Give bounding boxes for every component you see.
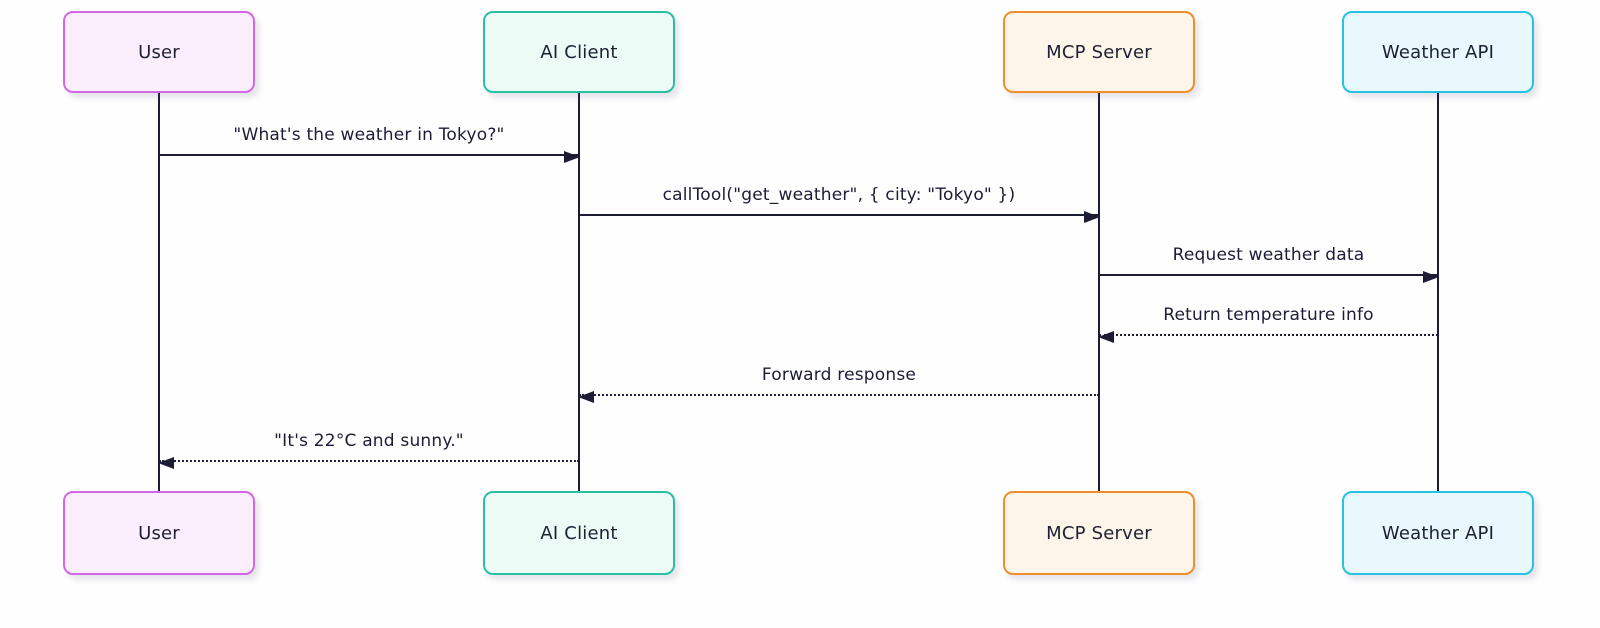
message-label: Return temperature info xyxy=(1163,305,1374,325)
lifeline-weather-api xyxy=(1437,93,1439,491)
actor-label: AI Client xyxy=(540,41,618,63)
message-line xyxy=(1098,331,1438,343)
message-ai-client-to-user: "It's 22°C and sunny." xyxy=(158,418,579,469)
actor-box-weather-api-bottom: Weather API xyxy=(1342,491,1534,575)
message-user-to-ai-client: "What's the weather in Tokyo?" xyxy=(159,112,580,163)
arrowhead-icon xyxy=(1423,271,1439,283)
actor-box-user-bottom: User xyxy=(63,491,255,575)
arrowhead-icon xyxy=(564,151,580,163)
lifeline-user xyxy=(158,93,160,491)
message-line xyxy=(1099,271,1439,283)
arrowhead-icon xyxy=(158,457,174,469)
arrowhead-icon xyxy=(578,391,594,403)
actor-box-mcp-server-bottom: MCP Server xyxy=(1003,491,1195,575)
arrowhead-icon xyxy=(1098,331,1114,343)
lifeline-mcp-server xyxy=(1098,93,1100,491)
actor-box-user-top: User xyxy=(63,11,255,93)
message-weather-api-to-mcp-server: Return temperature info xyxy=(1098,292,1438,343)
actor-label: User xyxy=(138,41,180,63)
actor-box-weather-api-top: Weather API xyxy=(1342,11,1534,93)
actor-box-mcp-server-top: MCP Server xyxy=(1003,11,1195,93)
message-ai-client-to-mcp-server: callTool("get_weather", { city: "Tokyo" … xyxy=(579,172,1100,223)
lifeline-ai-client xyxy=(578,93,580,491)
arrowhead-icon xyxy=(1084,211,1100,223)
message-label: Forward response xyxy=(761,365,917,385)
message-line xyxy=(159,151,580,163)
message-label: callTool("get_weather", { city: "Tokyo" … xyxy=(662,185,1016,205)
message-line xyxy=(158,457,579,469)
message-label: Request weather data xyxy=(1172,245,1365,265)
actor-label: MCP Server xyxy=(1046,41,1152,63)
message-label: "It's 22°C and sunny." xyxy=(274,431,464,451)
message-line xyxy=(579,211,1100,223)
message-line xyxy=(578,391,1099,403)
actor-box-ai-client-bottom: AI Client xyxy=(483,491,675,575)
actor-label: AI Client xyxy=(540,522,618,544)
message-mcp-server-to-weather-api: Request weather data xyxy=(1099,232,1439,283)
actor-label: Weather API xyxy=(1381,41,1495,63)
actor-label: MCP Server xyxy=(1046,522,1152,544)
actor-label: Weather API xyxy=(1381,522,1495,544)
actor-label: User xyxy=(138,522,180,544)
message-label: "What's the weather in Tokyo?" xyxy=(233,125,505,145)
message-mcp-server-to-ai-client: Forward response xyxy=(578,352,1099,403)
actor-box-ai-client-top: AI Client xyxy=(483,11,675,93)
